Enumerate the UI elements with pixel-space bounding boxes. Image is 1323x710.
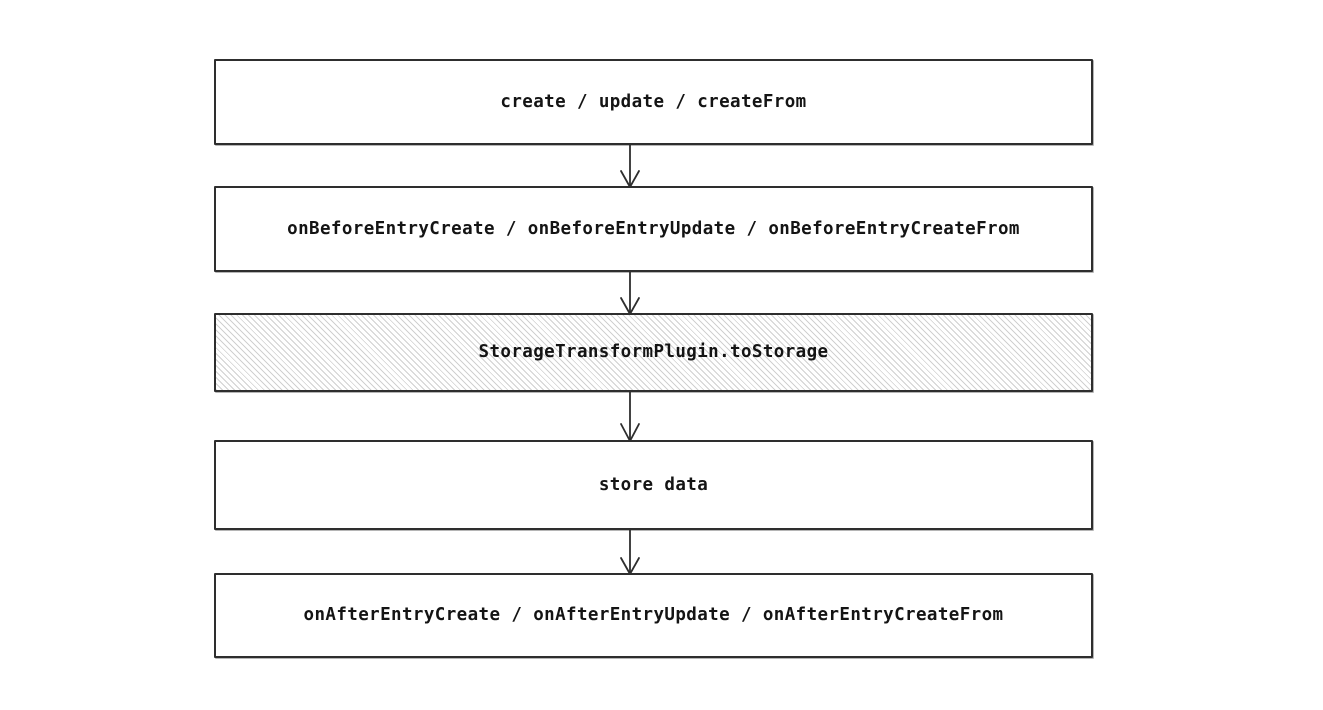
- flow-node-create-update-createfrom[interactable]: create / update / createFrom: [214, 59, 1093, 145]
- arrow-down-icon: [620, 528, 640, 575]
- flow-node-store-data[interactable]: store data: [214, 440, 1093, 530]
- flow-node-label: store data: [598, 474, 709, 495]
- flow-arrow-onbefore-to-storagetransform: [600, 270, 660, 315]
- flow-node-label: create / update / createFrom: [500, 91, 807, 112]
- flow-node-on-after-entry-hooks[interactable]: onAfterEntryCreate / onAfterEntryUpdate …: [214, 573, 1093, 658]
- flow-arrow-create-to-onbefore: [600, 143, 660, 188]
- flow-arrow-storagetransform-to-storedata: [600, 390, 660, 442]
- flow-node-label: StorageTransformPlugin.toStorage: [478, 342, 829, 362]
- arrow-down-icon: [620, 270, 640, 315]
- flow-node-storage-transform-plugin-tostorage[interactable]: StorageTransformPlugin.toStorage: [214, 313, 1093, 392]
- flow-arrow-storedata-to-onafter: [600, 528, 660, 575]
- arrow-down-icon: [620, 143, 640, 188]
- flow-node-label: onBeforeEntryCreate / onBeforeEntryUpdat…: [287, 218, 1020, 239]
- flow-node-on-before-entry-hooks[interactable]: onBeforeEntryCreate / onBeforeEntryUpdat…: [214, 186, 1093, 272]
- flow-node-label: onAfterEntryCreate / onAfterEntryUpdate …: [303, 605, 1004, 625]
- arrow-down-icon: [620, 390, 640, 442]
